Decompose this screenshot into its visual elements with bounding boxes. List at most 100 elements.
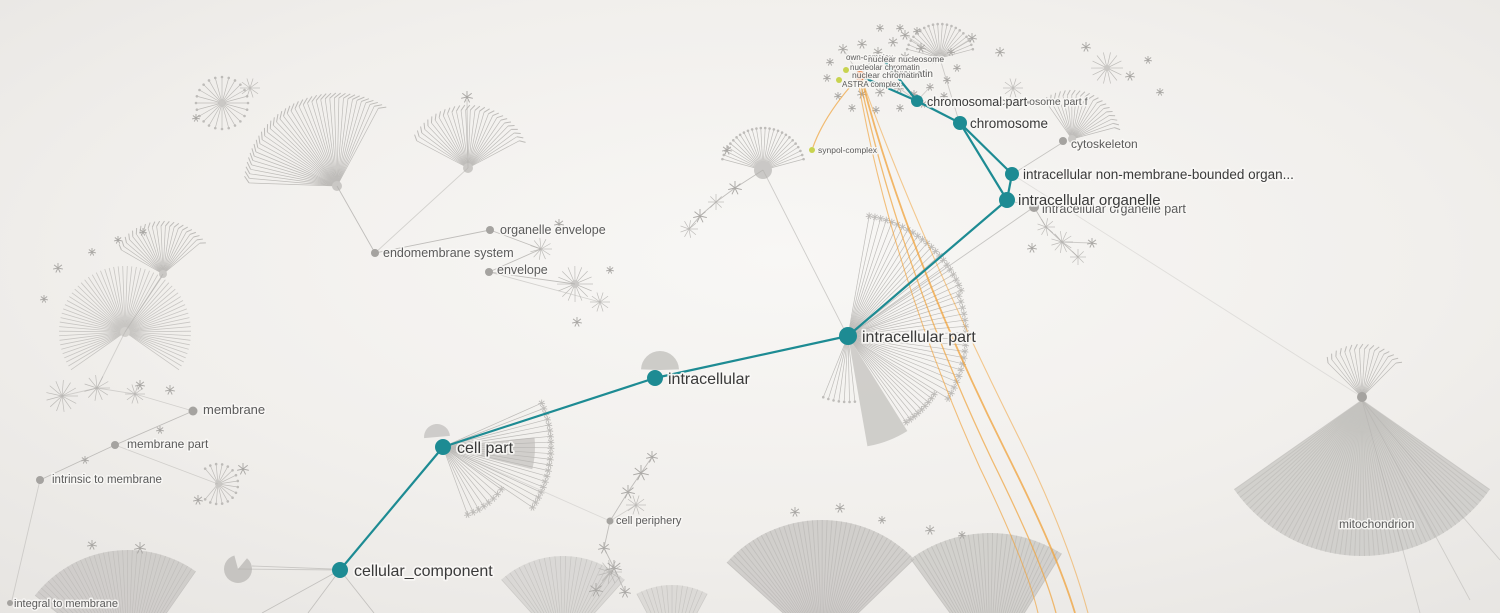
flower-node[interactable]: [823, 74, 831, 82]
flower-node[interactable]: [943, 261, 951, 268]
flower-node[interactable]: [876, 24, 884, 32]
flower-node[interactable]: [959, 304, 967, 312]
flower-node[interactable]: [955, 292, 963, 299]
flower-node[interactable]: [877, 214, 885, 222]
flower-node[interactable]: [461, 91, 473, 103]
fan-left[interactable]: [118, 220, 206, 278]
flower-node[interactable]: [87, 540, 97, 550]
flower-node[interactable]: [947, 389, 955, 397]
fan-bottom-b[interactable]: [910, 533, 1062, 613]
flower-node[interactable]: [930, 56, 938, 64]
blob-left[interactable]: [59, 266, 191, 371]
flower-node[interactable]: [914, 409, 922, 417]
flower-node[interactable]: [193, 495, 203, 505]
flower-node[interactable]: [955, 281, 963, 289]
label-chromosomal-part[interactable]: chromosomal part: [925, 93, 1029, 111]
flower-node[interactable]: [529, 503, 537, 511]
label-intracellular[interactable]: intracellular: [666, 369, 752, 390]
flower-node[interactable]: [958, 531, 966, 539]
label-intracellular-part[interactable]: intracellular part: [860, 327, 978, 348]
sunburst-topright[interactable]: [1090, 52, 1123, 84]
label-endomembrane-system[interactable]: endomembrane system: [382, 245, 516, 262]
flower-node[interactable]: [995, 47, 1005, 57]
label-membrane-part[interactable]: membrane part: [126, 436, 211, 453]
label-intrinsic-to-membrane[interactable]: intrinsic to membrane: [51, 473, 164, 488]
flower-node[interactable]: [932, 247, 940, 255]
label-chromosome[interactable]: chromosome: [968, 114, 1050, 133]
flower-node[interactable]: [913, 27, 921, 35]
node-intracellular-part[interactable]: [839, 327, 857, 345]
flower-node[interactable]: [962, 335, 970, 343]
flower-node[interactable]: [1081, 42, 1091, 52]
term-node[interactable]: [1029, 202, 1039, 212]
label-astra-complex[interactable]: ASTRA complex: [841, 79, 902, 91]
flower-node[interactable]: [926, 83, 934, 91]
term-node[interactable]: [36, 476, 44, 484]
flower-node[interactable]: [949, 270, 957, 278]
green-term-node[interactable]: [843, 67, 849, 73]
flower-node[interactable]: [547, 450, 555, 457]
flower-node[interactable]: [540, 404, 548, 412]
flower-node[interactable]: [957, 286, 965, 294]
flower-node[interactable]: [114, 236, 122, 244]
term-node[interactable]: [188, 406, 198, 416]
flower-node[interactable]: [872, 106, 880, 114]
label-organelle-envelope[interactable]: organelle envelope: [499, 222, 608, 239]
mini-top-right[interactable]: [1003, 78, 1023, 98]
flower-node[interactable]: [722, 145, 732, 155]
flower-node[interactable]: [834, 92, 842, 100]
fan-mito-lashes[interactable]: [1326, 343, 1403, 398]
fan-intracellular-part-d[interactable]: [821, 335, 857, 404]
flower-node[interactable]: [957, 366, 965, 374]
flower-node[interactable]: [955, 372, 963, 380]
flower-node[interactable]: [489, 495, 497, 502]
flower-node[interactable]: [547, 444, 555, 452]
flower-node[interactable]: [139, 228, 147, 236]
flower-node[interactable]: [927, 243, 935, 251]
node-cell-part[interactable]: [435, 439, 451, 455]
flower-node[interactable]: [950, 384, 958, 391]
flower-node[interactable]: [497, 485, 505, 493]
flower-node[interactable]: [835, 503, 845, 513]
flower-node[interactable]: [572, 317, 582, 327]
label-membrane[interactable]: membrane: [202, 401, 267, 419]
flower-node[interactable]: [539, 483, 547, 491]
flower-node[interactable]: [88, 248, 96, 256]
flower-node[interactable]: [910, 412, 918, 420]
flower-node[interactable]: [464, 511, 472, 519]
sunburst-topleft[interactable]: [194, 75, 250, 131]
term-node[interactable]: [606, 517, 614, 525]
flower-node[interactable]: [909, 229, 917, 236]
label-cell-periphery[interactable]: cell periphery: [615, 514, 684, 529]
flower-node[interactable]: [40, 295, 48, 303]
flower-node[interactable]: [134, 542, 146, 554]
flower-node[interactable]: [192, 114, 200, 122]
term-node[interactable]: [371, 249, 379, 257]
label-cell-part[interactable]: cell part: [455, 438, 515, 459]
label-nucleolar-chromatin[interactable]: nucleolar chromatin: [849, 62, 922, 74]
flower-node[interactable]: [906, 415, 914, 423]
fan-cytoskeleton[interactable]: [1046, 89, 1121, 143]
flower-node[interactable]: [900, 52, 910, 62]
flower-node[interactable]: [237, 463, 249, 475]
fan-cell-part-b[interactable]: [442, 446, 505, 519]
term-node[interactable]: [1059, 137, 1067, 145]
label-synpol-complex[interactable]: synpol-complex: [817, 144, 880, 157]
node-chromosomal-part[interactable]: [911, 95, 923, 107]
flower-node[interactable]: [1027, 243, 1037, 253]
flower-node[interactable]: [946, 265, 954, 273]
flower-node[interactable]: [953, 64, 961, 72]
flower-node[interactable]: [896, 104, 904, 112]
fan-top-mid-left[interactable]: [414, 104, 526, 173]
mini-envelope-1[interactable]: [556, 265, 593, 303]
flower-node[interactable]: [960, 310, 968, 318]
flower-node[interactable]: [960, 354, 968, 362]
flower-node[interactable]: [916, 43, 926, 53]
label-intracellular-non-membrane-bounded-organelle[interactable]: intracellular non-membrane-bounded organ…: [1021, 165, 1295, 184]
flower-node[interactable]: [135, 380, 145, 390]
flower-node[interactable]: [952, 276, 960, 283]
flower-node[interactable]: [961, 316, 969, 324]
label-chromatin[interactable]: chromatin: [888, 68, 935, 82]
flower-node[interactable]: [514, 226, 524, 236]
